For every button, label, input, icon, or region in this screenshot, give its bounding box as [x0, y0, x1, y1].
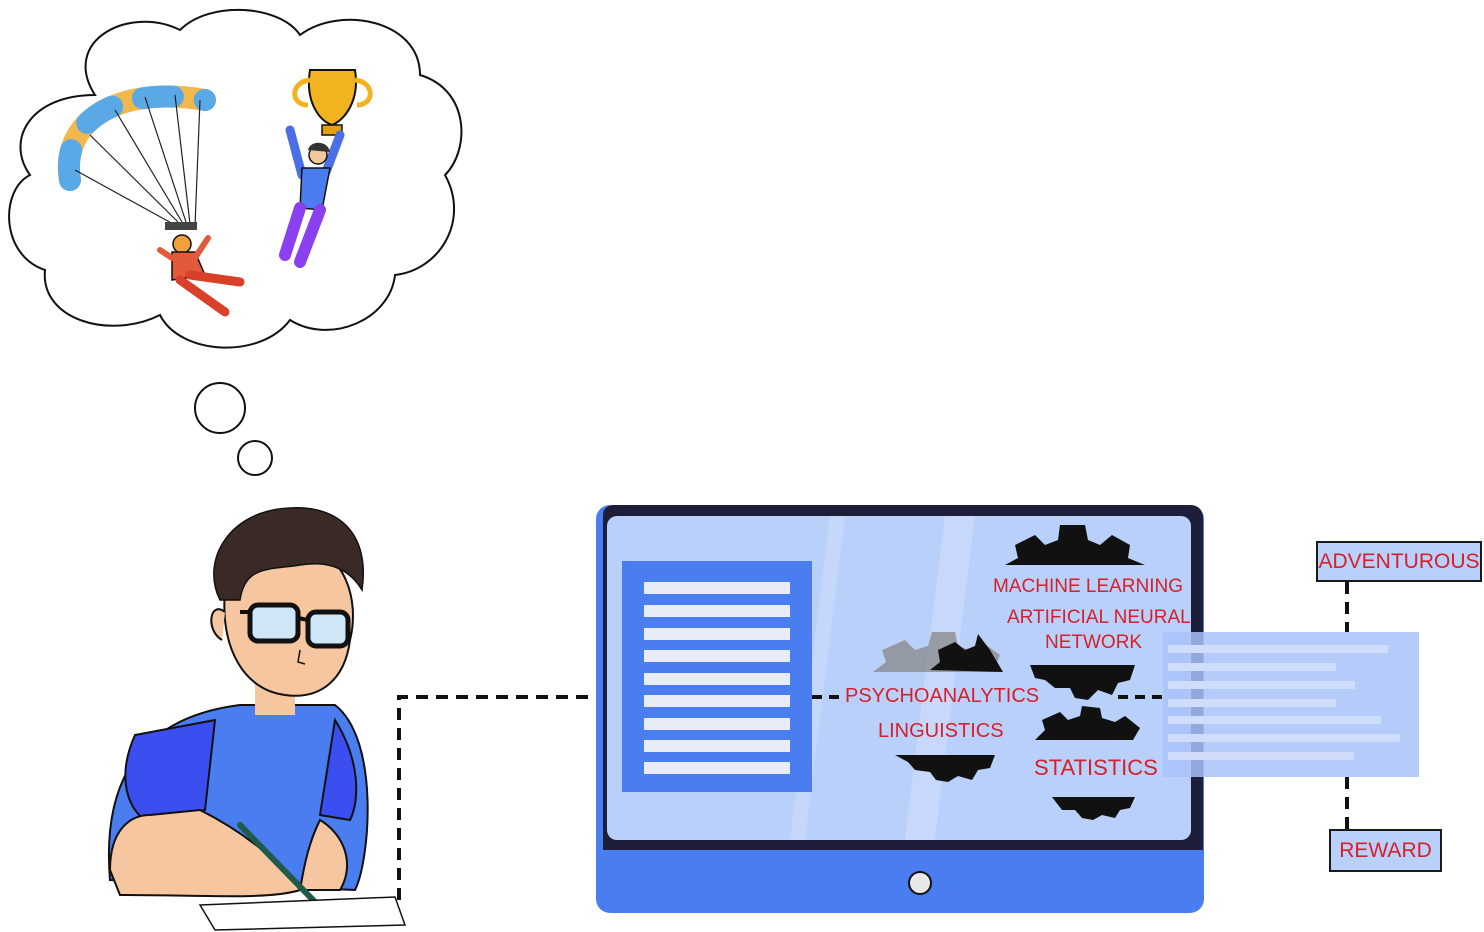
label-ann-line2: NETWORK [1045, 632, 1143, 653]
gear-lower-right-icon [1035, 706, 1140, 740]
label-statistics: STATISTICS [1034, 755, 1158, 780]
label-ann-line1: ARTIFICIAL NEURAL [1007, 607, 1191, 628]
gear-icons [873, 525, 1145, 820]
output-panel [1163, 632, 1419, 777]
label-machine-learning: MACHINE LEARNING [993, 576, 1184, 597]
paraglider-illustration [57, 85, 245, 317]
label-psychoanalytics: PSYCHOANALYTICS [845, 685, 1040, 707]
gear-lower-left-icon [895, 755, 995, 782]
thought-bubble-small [237, 440, 273, 476]
monitor-power-button [908, 871, 932, 895]
connector-person-to-document [397, 695, 622, 900]
trait-adventurous-box: ADVENTUROUS [1316, 541, 1482, 582]
gear-bottom-icon [1052, 797, 1135, 820]
document-icon [622, 561, 812, 792]
trait-reward-box: REWARD [1329, 829, 1442, 872]
thought-cloud [8, 8, 463, 476]
writing-person-illustration [107, 507, 407, 931]
label-linguistics: LINGUISTICS [878, 720, 1004, 742]
trophy-winner-illustration [279, 69, 373, 268]
thought-bubble-large [194, 382, 246, 434]
gear-top-icon [1005, 525, 1145, 565]
gear-middle-right-icon [1030, 665, 1135, 700]
